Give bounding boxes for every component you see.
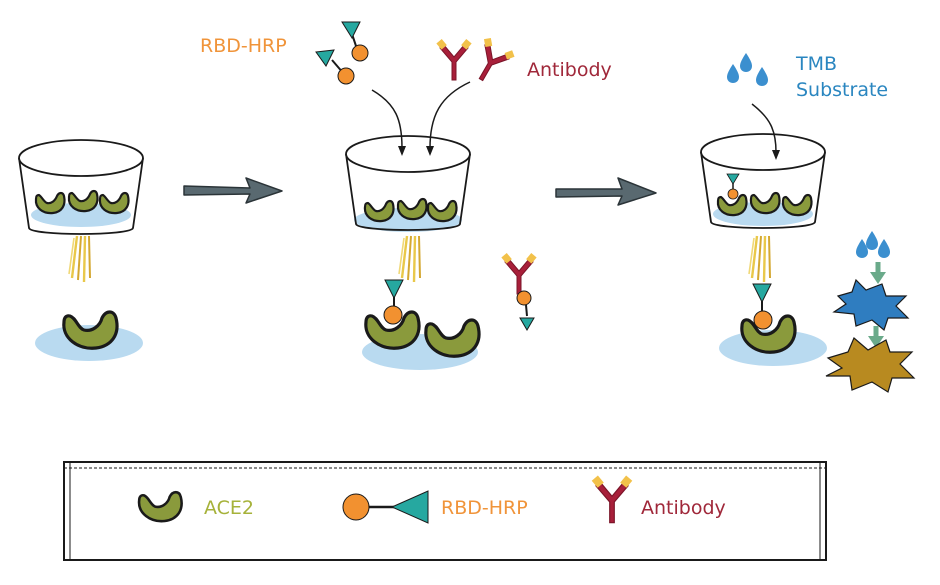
ace2-rbd-complex-2 <box>362 279 481 370</box>
ace2-on-surface-1 <box>35 310 143 361</box>
antibody-rbd-complex <box>500 252 538 331</box>
beam-2 <box>397 234 422 284</box>
panel-2: RBD-HRP Antibody <box>200 21 612 370</box>
curved-arrow-tmb <box>751 103 777 153</box>
gold-burst <box>825 337 916 393</box>
process-arrow-2 <box>555 177 657 206</box>
ace2-rbd-complex-3 <box>719 283 827 366</box>
legend: ACE2 RBD-HRP Antibody <box>63 461 827 561</box>
legend-label-ace2: ACE2 <box>204 497 254 519</box>
curved-arrow-right <box>429 81 471 149</box>
well-1 <box>18 139 144 235</box>
rbd-hrp-molecule-b <box>315 49 355 85</box>
beam-1 <box>67 234 92 284</box>
antibody-label: Antibody <box>527 59 612 81</box>
legend-item-antibody: Antibody <box>591 474 726 524</box>
legend-label-rbd-hrp: RBD-HRP <box>441 497 528 519</box>
well-2 <box>345 135 471 232</box>
rbd-hrp-label: RBD-HRP <box>200 35 287 57</box>
panel-1 <box>18 139 144 361</box>
legend-label-antibody: Antibody <box>641 497 726 519</box>
well-3 <box>700 133 826 229</box>
rbd-hrp-molecule-a <box>341 21 369 62</box>
tmb-label-line2: Substrate <box>796 79 888 101</box>
antibody-molecule-a <box>435 38 473 81</box>
legend-item-rbd-hrp: RBD-HRP <box>342 490 528 524</box>
tmb-drops <box>727 53 768 86</box>
panel-3: TMB Substrate <box>700 53 916 393</box>
legend-item-ace2: ACE2 <box>137 490 254 523</box>
blue-burst <box>832 278 910 332</box>
curved-arrow-left <box>371 89 403 149</box>
color-reaction <box>825 231 916 393</box>
beam-3 <box>747 234 772 284</box>
antibody-molecule-b <box>465 34 518 89</box>
tmb-label-line1: TMB <box>795 53 837 75</box>
process-arrow-1 <box>183 177 283 204</box>
